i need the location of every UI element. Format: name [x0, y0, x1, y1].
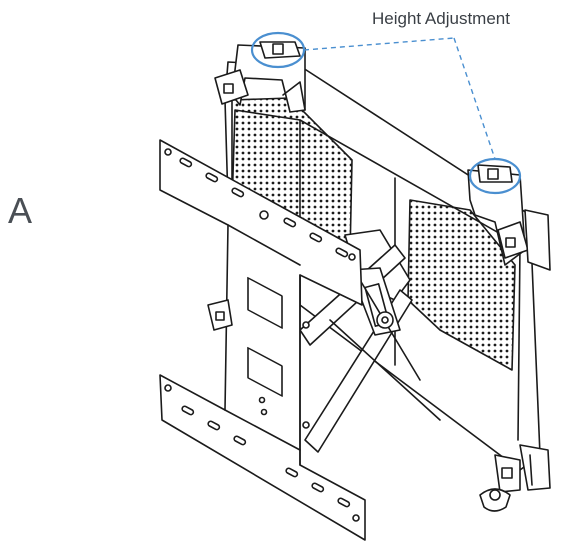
lock-knob-left — [207, 299, 233, 331]
height-adjustment-callout — [250, 31, 522, 195]
bottom-bracket-right — [519, 444, 551, 491]
top-bracket-right — [467, 164, 551, 271]
leader-line-right — [453, 37, 496, 160]
lock-knob-bottom — [479, 454, 521, 512]
top-bracket-left — [214, 41, 306, 113]
figure-label: A — [8, 190, 33, 231]
height-adjustment-label: Height Adjustment — [372, 9, 510, 28]
leader-line-left — [303, 37, 455, 51]
vesa-plate — [159, 139, 366, 541]
